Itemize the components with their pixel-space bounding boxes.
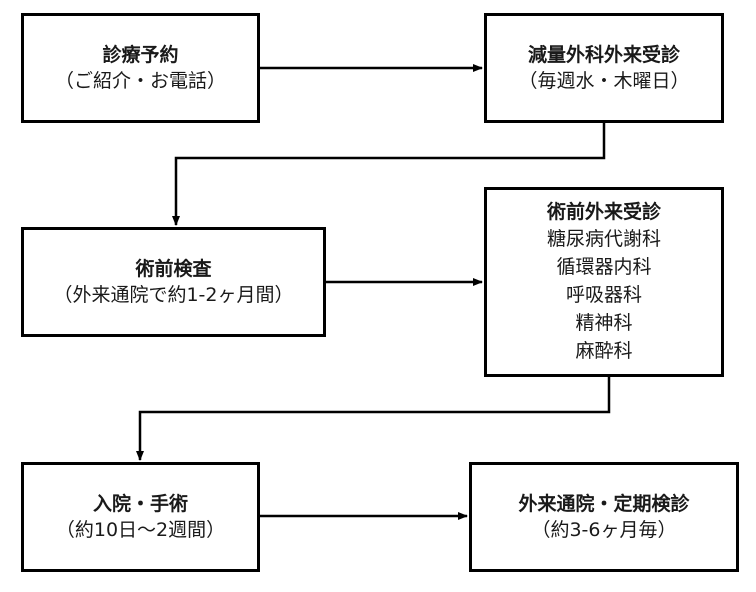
arrow-preop-visit-to-surgery <box>136 377 611 461</box>
node-surgery-title: 入院・手術 <box>92 493 188 515</box>
department-item: 糖尿病代謝科 <box>546 228 661 250</box>
node-clinic-sub: （毎週水・木曜日） <box>518 70 690 92</box>
department-item: 精神科 <box>575 312 633 334</box>
node-appointment-sub: （ご紹介・お電話） <box>54 70 226 92</box>
node-clinic-title: 減量外科外来受診 <box>527 44 680 66</box>
node-clinic: 減量外科外来受診 （毎週水・木曜日） <box>484 13 724 123</box>
node-appointment-title: 診療予約 <box>102 44 179 66</box>
node-preop-visit: 術前外来受診 糖尿病代謝科 循環器内科 呼吸器科 精神科 麻酔科 <box>484 187 724 377</box>
node-preop-visit-title: 術前外来受診 <box>546 201 661 223</box>
node-followup: 外来通院・定期検診 （約3-6ヶ月毎） <box>469 462 739 572</box>
node-preop-exam: 術前検査 （外来通院で約1-2ヶ月間） <box>21 227 326 337</box>
node-appointment: 診療予約 （ご紹介・お電話） <box>21 13 260 123</box>
node-surgery: 入院・手術 （約10日～2週間） <box>21 462 260 572</box>
node-preop-exam-title: 術前検査 <box>135 258 212 280</box>
department-item: 呼吸器科 <box>565 284 642 306</box>
department-item: 麻酔科 <box>575 340 633 362</box>
department-item: 循環器内科 <box>556 256 652 278</box>
node-surgery-sub: （約10日～2週間） <box>55 519 226 541</box>
node-followup-sub: （約3-6ヶ月毎） <box>531 519 677 541</box>
node-preop-exam-sub: （外来通院で約1-2ヶ月間） <box>53 284 294 306</box>
arrow-clinic-to-preop-exam <box>172 123 606 226</box>
node-followup-title: 外来通院・定期検診 <box>518 493 690 515</box>
